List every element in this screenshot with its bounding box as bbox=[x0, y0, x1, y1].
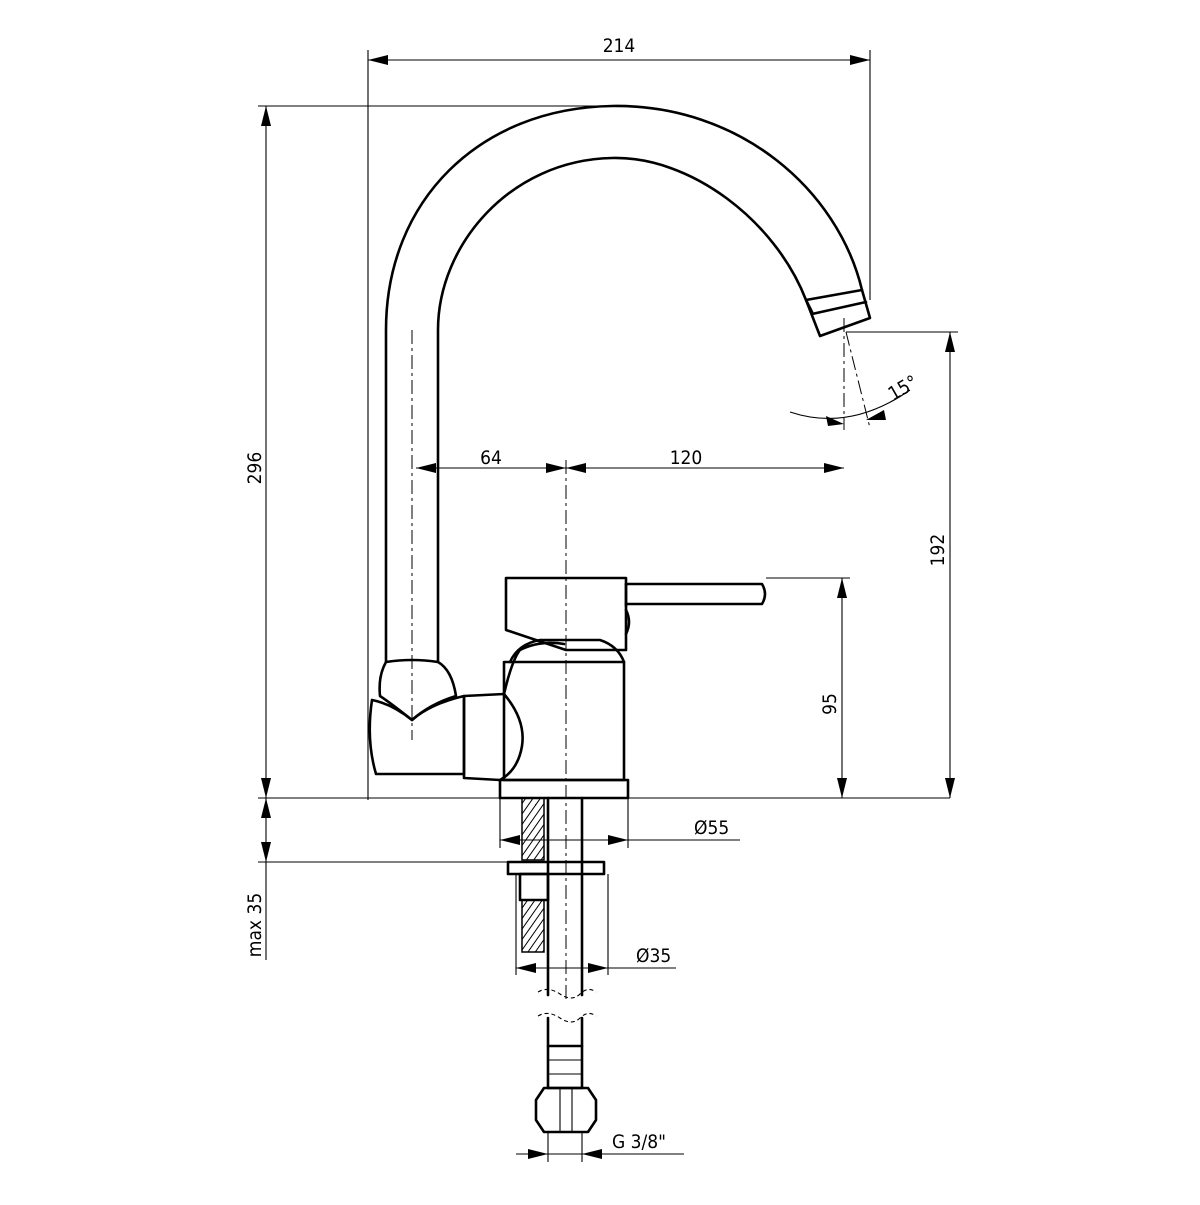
dim-64-label: 64 bbox=[480, 447, 502, 469]
dim-shank-diameter: Ø35 bbox=[515, 874, 676, 975]
dim-total-height: 296 bbox=[244, 105, 950, 799]
swivel-base bbox=[368, 694, 466, 776]
spout-inner bbox=[436, 156, 814, 664]
dim-192-label: 192 bbox=[927, 534, 949, 567]
lever-knob bbox=[624, 608, 631, 636]
threaded-rod-lower bbox=[521, 899, 545, 953]
dim-95-label: 95 bbox=[819, 693, 841, 715]
lever-arm bbox=[624, 582, 767, 606]
dim-max-countertop: max 35 bbox=[244, 798, 508, 960]
swivel-housing bbox=[462, 692, 524, 782]
break-lower bbox=[537, 1012, 597, 1023]
swivel-collar bbox=[378, 658, 458, 722]
dim-35-label: Ø35 bbox=[636, 945, 671, 967]
center-lines bbox=[411, 318, 871, 1000]
dim-max35-label: max 35 bbox=[244, 893, 266, 957]
dim-body-height: 95 bbox=[766, 577, 850, 798]
aerator bbox=[804, 288, 872, 338]
hose-fitting bbox=[546, 1044, 584, 1090]
dim-296-label: 296 bbox=[244, 452, 266, 485]
base-ring bbox=[498, 778, 630, 800]
body-cap bbox=[508, 638, 626, 664]
dim-base-diameter: Ø55 bbox=[499, 798, 740, 848]
dim-spout-reach: 214 bbox=[367, 35, 871, 800]
dim-15-label: 15° bbox=[885, 371, 922, 405]
aerator-line bbox=[810, 300, 868, 316]
dim-horizontal-offsets: 64 120 bbox=[416, 447, 844, 473]
body-cylinder bbox=[502, 660, 626, 782]
washer-plate bbox=[506, 860, 606, 876]
nut bbox=[518, 872, 550, 902]
outlet-angle-line bbox=[845, 331, 871, 429]
lever-block bbox=[504, 576, 628, 652]
dim-thread-label: G 3/8" bbox=[612, 1131, 666, 1153]
dim-120-label: 120 bbox=[670, 447, 703, 469]
dim-outlet-angle: 15° bbox=[789, 371, 922, 426]
swivel-curve bbox=[502, 641, 566, 696]
hex-connector bbox=[534, 1086, 598, 1134]
threaded-rod-upper bbox=[521, 797, 545, 861]
dim-outlet-height: 192 bbox=[846, 331, 958, 798]
dim-55-label: Ø55 bbox=[694, 817, 729, 839]
faucet-body bbox=[368, 104, 872, 800]
dim-214-label: 214 bbox=[603, 35, 636, 57]
mounting-parts bbox=[506, 796, 606, 1134]
break-upper bbox=[537, 988, 597, 999]
dim-connection-thread: G 3/8" bbox=[516, 1131, 684, 1162]
spout-outer bbox=[384, 104, 864, 664]
